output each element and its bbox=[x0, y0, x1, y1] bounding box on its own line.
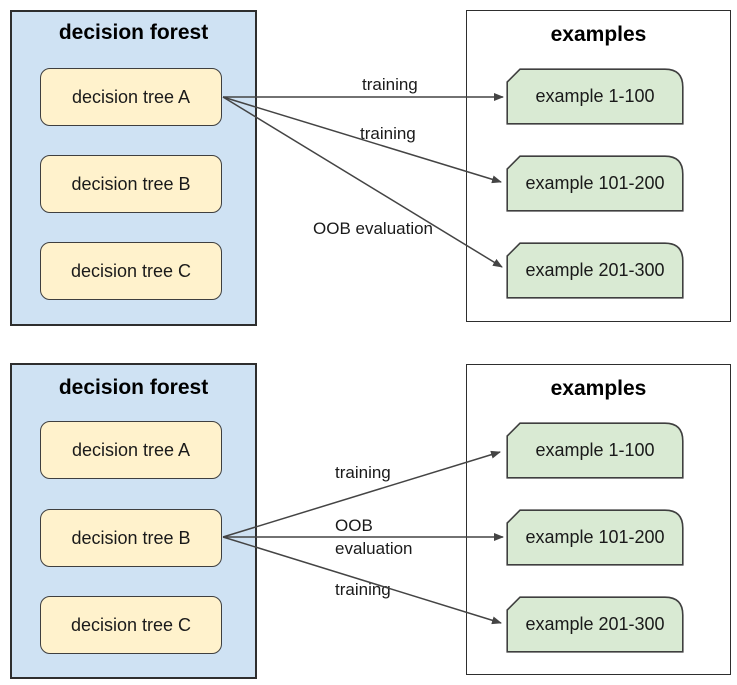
tree-node-label: decision tree A bbox=[71, 439, 191, 460]
tree-node-label: decision tree B bbox=[71, 527, 191, 548]
example-node-label: example 1-100 bbox=[535, 86, 655, 106]
tree-node-c-bottom: decision tree C bbox=[40, 596, 222, 654]
tree-node-b-bottom: decision tree B bbox=[40, 509, 222, 567]
example-node-label: example 1-100 bbox=[535, 440, 655, 460]
example-node-1-100-bottom: example 1-100 bbox=[506, 422, 684, 479]
arrow-label-training-1-top: training bbox=[362, 75, 418, 94]
tree-node-label: decision tree B bbox=[71, 173, 191, 194]
example-node-label: example 201-300 bbox=[525, 614, 665, 634]
tree-node-b-top: decision tree B bbox=[40, 155, 222, 213]
tree-node-label: decision tree C bbox=[70, 260, 192, 281]
tree-node-c-top: decision tree C bbox=[40, 242, 222, 300]
tree-node-label: decision tree A bbox=[71, 86, 191, 107]
card-shape-icon bbox=[506, 155, 684, 212]
tree-node-a-top: decision tree A bbox=[40, 68, 222, 126]
example-node-label: example 101-200 bbox=[525, 173, 665, 193]
examples-title-top: examples bbox=[550, 23, 647, 46]
card-shape-icon bbox=[506, 596, 684, 653]
example-node-201-300-bottom: example 201-300 bbox=[506, 596, 684, 653]
example-node-label: example 201-300 bbox=[525, 260, 665, 280]
card-shape-icon bbox=[506, 242, 684, 299]
example-node-101-200-top: example 101-200 bbox=[506, 155, 684, 212]
example-node-label: example 101-200 bbox=[525, 527, 665, 547]
forest-title-bottom: decision forest bbox=[58, 376, 209, 399]
arrow-label-training-1-bottom: training bbox=[335, 463, 391, 482]
card-shape-icon bbox=[506, 509, 684, 566]
examples-title-bottom: examples bbox=[550, 377, 647, 400]
tree-node-a-bottom: decision tree A bbox=[40, 421, 222, 479]
card-shape-icon bbox=[506, 68, 684, 125]
arrow-label-training-2-bottom: training bbox=[335, 580, 391, 599]
tree-node-label: decision tree C bbox=[70, 614, 192, 635]
example-node-101-200-bottom: example 101-200 bbox=[506, 509, 684, 566]
card-shape-icon bbox=[506, 422, 684, 479]
arrow-label-training-2-top: training bbox=[360, 124, 416, 143]
example-node-1-100-top: example 1-100 bbox=[506, 68, 684, 125]
arrow-label-oob-evaluation-bottom: OOB evaluation bbox=[335, 516, 413, 558]
arrow-label-oob-evaluation-top: OOB evaluation bbox=[313, 219, 434, 238]
forest-title-top: decision forest bbox=[58, 21, 209, 44]
example-node-201-300-top: example 201-300 bbox=[506, 242, 684, 299]
